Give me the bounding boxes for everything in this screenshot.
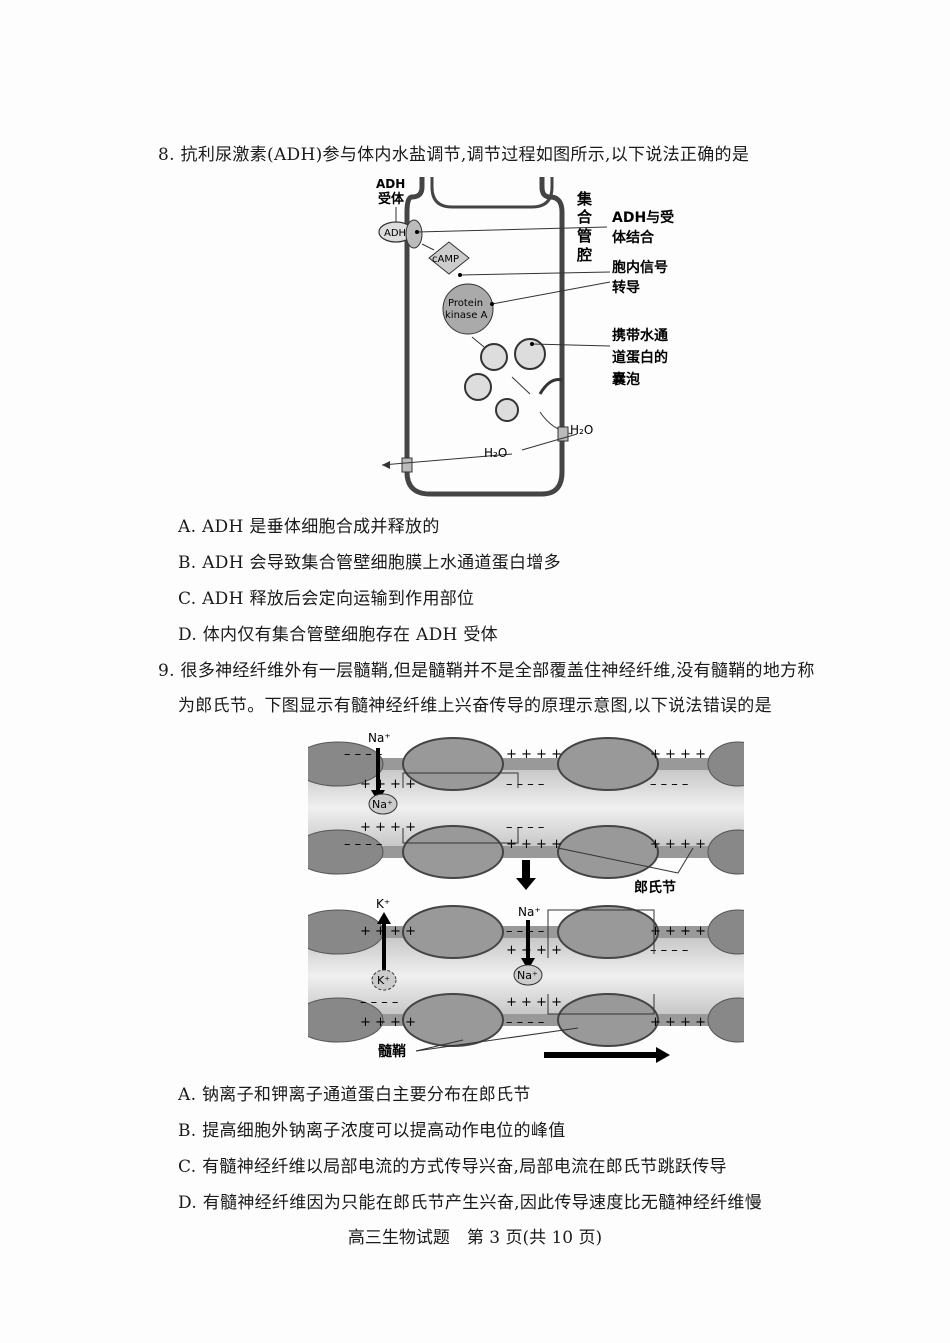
- question-9-stem-line1: 9. 很多神经纤维外有一层髓鞘,但是髓鞘并不是全部覆盖住神经纤维,没有髓鞘的地方…: [158, 661, 815, 681]
- q8-option-b: B. ADH 会导致集合管壁细胞膜上水通道蛋白增多: [178, 553, 561, 573]
- q8-option-a: A. ADH 是垂体细胞合成并释放的: [178, 517, 440, 537]
- na-out-top: Na⁺: [368, 731, 391, 745]
- myelinated-nerve-diagram: Na⁺ Na⁺ – – – – + + + + + + + + – – – – …: [308, 731, 744, 1063]
- na-in-top: Na⁺: [372, 798, 393, 811]
- svg-text:+ + + +: + + + +: [506, 837, 562, 852]
- question-9-stem-line2: 为郎氏节。下图显示有髓神经纤维上兴奋传导的原理示意图,以下说法错误的是: [178, 696, 772, 716]
- svg-text:+ + + +: + + + +: [650, 1015, 706, 1030]
- svg-text:+ + + +: + + + +: [360, 1015, 416, 1030]
- svg-text:+ + + +: + + + +: [650, 924, 706, 939]
- adh-regulation-diagram: ADH ADH 受体 cAMP Protein kinase A: [376, 177, 674, 497]
- svg-text:– – – –: – – – –: [506, 924, 544, 939]
- q9-option-c: C. 有髓神经纤维以局部电流的方式传导兴奋,局部电流在郎氏节跳跃传导: [178, 1157, 727, 1177]
- page-footer: 高三生物试题 第 3 页(共 10 页): [347, 1228, 603, 1248]
- k-out: K⁺: [376, 897, 390, 911]
- vesicle-label-3: 囊泡: [611, 371, 640, 388]
- svg-text:+ + + +: + + + +: [650, 747, 706, 762]
- svg-text:+ + + +: + + + +: [506, 943, 562, 958]
- svg-text:– – – –: – – – –: [506, 820, 544, 835]
- pka-label-2: kinase A: [445, 310, 488, 321]
- svg-text:+ + + +: + + + +: [650, 837, 706, 852]
- svg-text:+ + + +: + + + +: [506, 995, 562, 1010]
- lumen-label-3: 管: [577, 227, 592, 245]
- h2o-label-b: H₂O: [484, 446, 507, 460]
- q8-option-d: D. 体内仅有集合管壁细胞存在 ADH 受体: [178, 625, 498, 645]
- node-label: 郎氏节: [634, 879, 676, 896]
- svg-text:– – – –: – – – –: [650, 943, 688, 958]
- signal-label-2: 转导: [612, 279, 640, 296]
- na-in-bottom: Na⁺: [517, 969, 538, 982]
- svg-text:– – – –: – – – –: [506, 1015, 544, 1030]
- lumen-label-2: 合: [576, 208, 593, 226]
- myelin-label: 髓鞘: [378, 1043, 406, 1060]
- h2o-label-a: H₂O: [570, 423, 593, 437]
- signal-label-1: 胞内信号: [611, 259, 668, 276]
- vesicle-label-1: 携带水通: [612, 327, 668, 344]
- binding-label-2: 体结合: [612, 229, 655, 246]
- svg-text:+ + + +: + + + +: [360, 924, 416, 939]
- k-in: K⁺: [377, 974, 390, 987]
- q8-option-c: C. ADH 释放后会定向运输到作用部位: [178, 589, 475, 609]
- adh-molecule-label: ADH: [384, 228, 406, 239]
- svg-text:– – – –: – – – –: [650, 777, 688, 792]
- svg-text:+ + + +: + + + +: [506, 747, 562, 762]
- q9-option-b: B. 提高细胞外钠离子浓度可以提高动作电位的峰值: [178, 1121, 566, 1141]
- svg-text:– – – –: – – – –: [360, 995, 398, 1010]
- adh-receptor-label-1: ADH: [376, 177, 405, 191]
- vesicle-label-2: 道蛋白的: [612, 349, 668, 366]
- svg-text:– – – –: – – – –: [506, 777, 544, 792]
- lumen-label-4: 腔: [576, 246, 592, 264]
- question-8-stem: 8. 抗利尿激素(ADH)参与体内水盐调节,调节过程如图所示,以下说法正确的是: [158, 145, 750, 165]
- q9-option-d: D. 有髓神经纤维因为只能在郎氏节产生兴奋,因此传导速度比无髓神经纤维慢: [178, 1193, 763, 1213]
- binding-label-1: ADH与受: [612, 209, 674, 226]
- pka-label-1: Protein: [448, 298, 483, 309]
- q9-option-a: A. 钠离子和钾离子通道蛋白主要分布在郎氏节: [178, 1085, 531, 1105]
- svg-text:+ + + +: + + + +: [360, 820, 416, 835]
- svg-text:– – – –: – – – –: [344, 837, 382, 852]
- svg-text:+ + + +: + + + +: [360, 777, 416, 792]
- lumen-label-1: 集: [576, 190, 593, 208]
- na-out-bottom: Na⁺: [518, 905, 541, 919]
- adh-receptor-label-2: 受体: [378, 191, 405, 207]
- svg-text:– – – –: – – – –: [344, 747, 382, 762]
- camp-label: cAMP: [432, 254, 459, 265]
